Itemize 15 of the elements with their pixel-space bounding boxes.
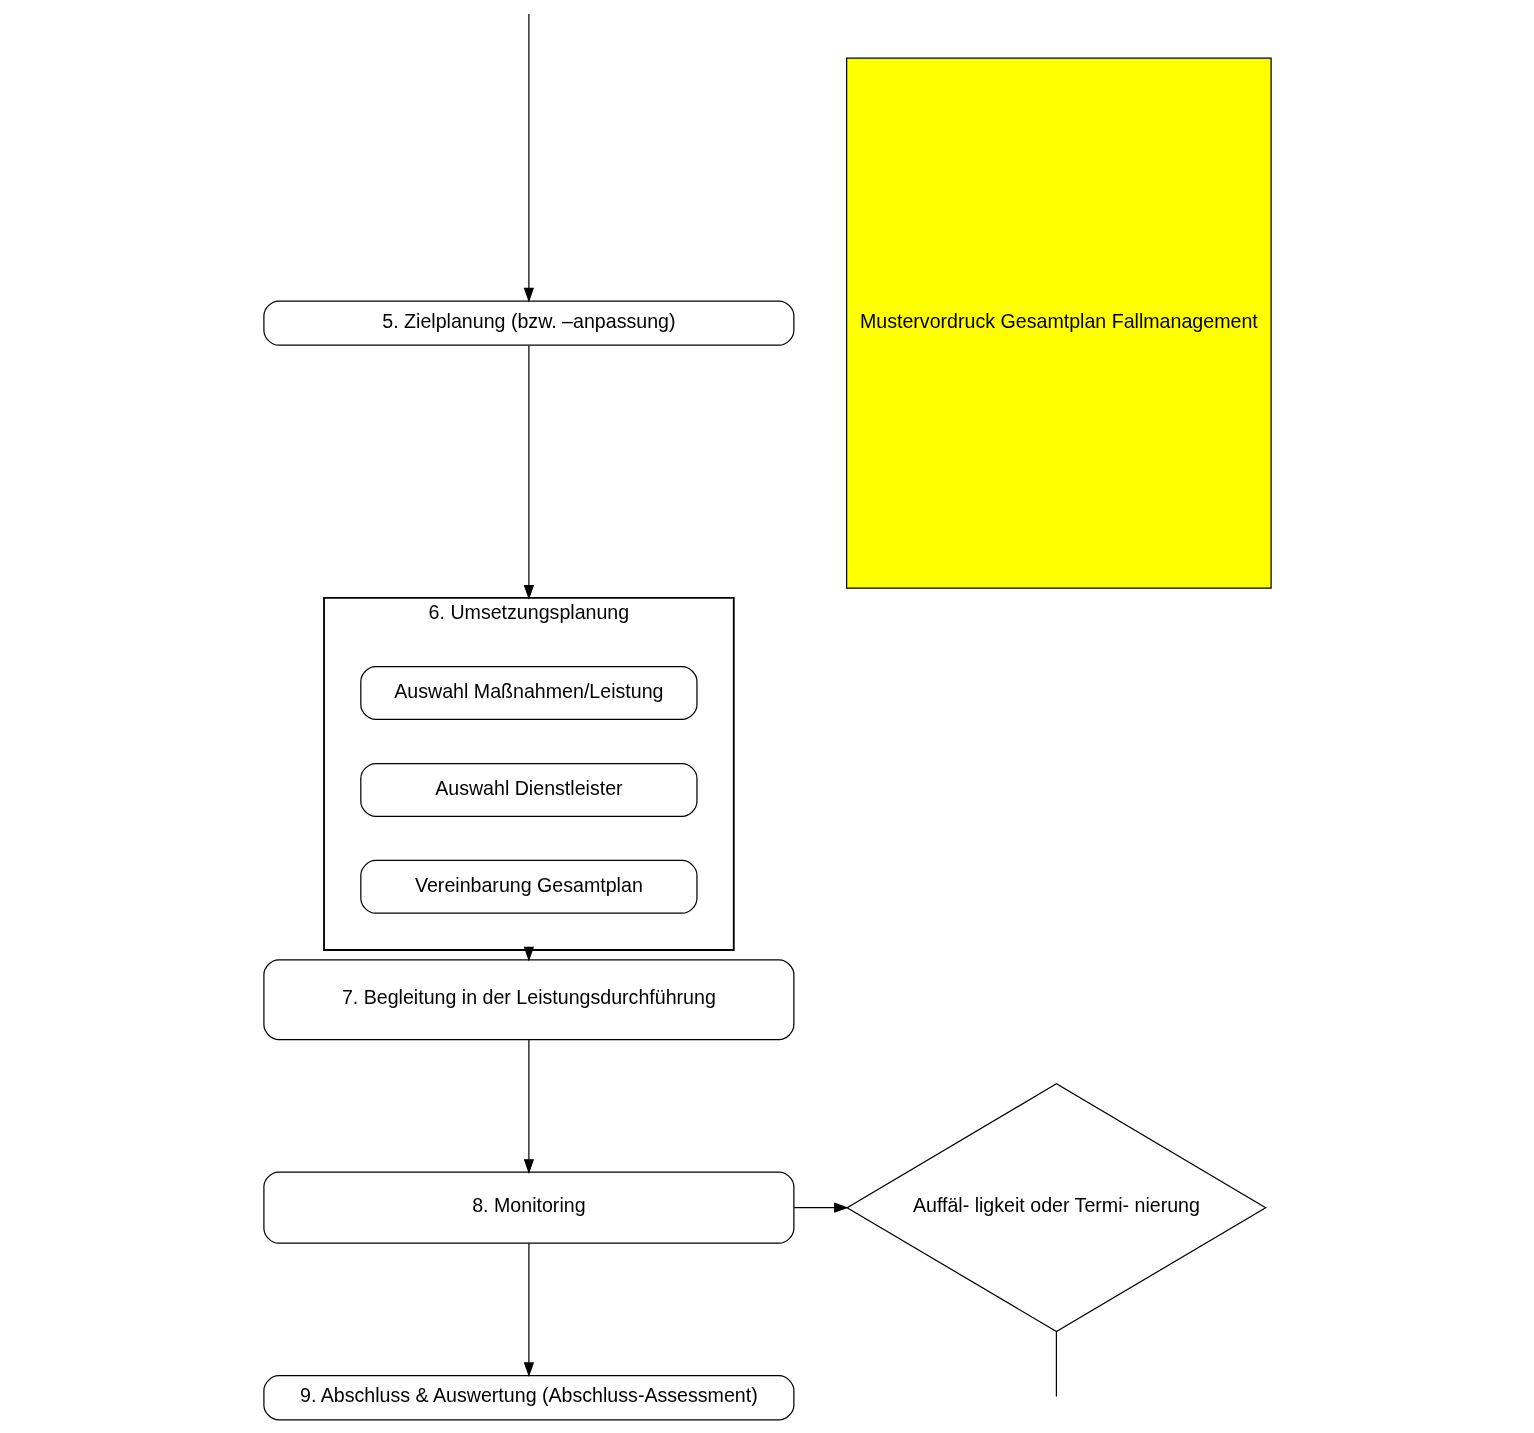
connector	[1055, 1331, 1057, 1398]
arrow	[523, 13, 534, 303]
arrow	[523, 1242, 534, 1378]
node-box: Auswahl Dienstleister	[359, 762, 698, 817]
arrow	[793, 1202, 849, 1213]
node-box: 8. Monitoring	[262, 1171, 794, 1244]
node-box: Auswahl Maßnahmen/Leistung	[359, 666, 698, 720]
node-diamond: Auffäl- ligkeit oder Termi- nierung	[845, 1083, 1267, 1333]
arrow	[523, 1039, 534, 1174]
node-box: Vereinbarung Gesamtplan	[359, 859, 698, 914]
arrow	[523, 345, 534, 600]
node-box: 5. Zielplanung (bzw. –anpassung)	[262, 300, 794, 346]
node-box: Mustervordruck Gesamtplan Fallmanagement	[845, 57, 1272, 589]
node-box: 7. Begleitung in der Leistungsdurchführung	[262, 959, 794, 1041]
node-box: 9. Abschluss & Auswertung (Abschluss-Assessment)	[262, 1375, 794, 1421]
